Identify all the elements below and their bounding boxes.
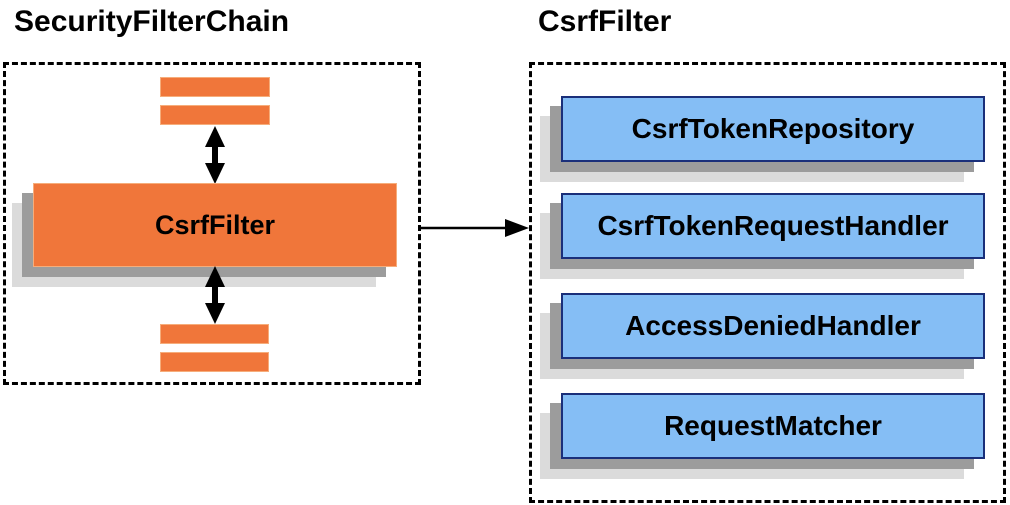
csrf-token-repository-label: CsrfTokenRepository [561,96,985,162]
bidirectional-arrow-icon [205,266,225,324]
connector-arrow-icon [421,219,529,237]
bidirectional-arrow-icon [205,126,225,184]
csrf-filter-box-label: CsrfFilter [33,183,397,267]
csrf-filter-container [529,62,1006,503]
filter-placeholder-bar [160,324,269,344]
csrf-token-request-handler-label: CsrfTokenRequestHandler [561,193,985,259]
filter-placeholder-bar [160,105,270,125]
csrf-token-request-handler-box: CsrfTokenRequestHandler [540,193,985,279]
request-matcher-label: RequestMatcher [561,393,985,459]
request-matcher-box: RequestMatcher [540,393,985,479]
csrf-filter-box: CsrfFilter [12,183,397,287]
csrf-token-repository-box: CsrfTokenRepository [540,96,985,182]
filter-placeholder-bar [160,352,269,372]
right-panel-title: CsrfFilter [538,5,672,38]
left-panel-title: SecurityFilterChain [14,5,290,38]
access-denied-handler-box: AccessDeniedHandler [540,293,985,379]
access-denied-handler-label: AccessDeniedHandler [561,293,985,359]
filter-placeholder-bar [160,77,270,97]
security-filter-chain-container [3,62,421,385]
